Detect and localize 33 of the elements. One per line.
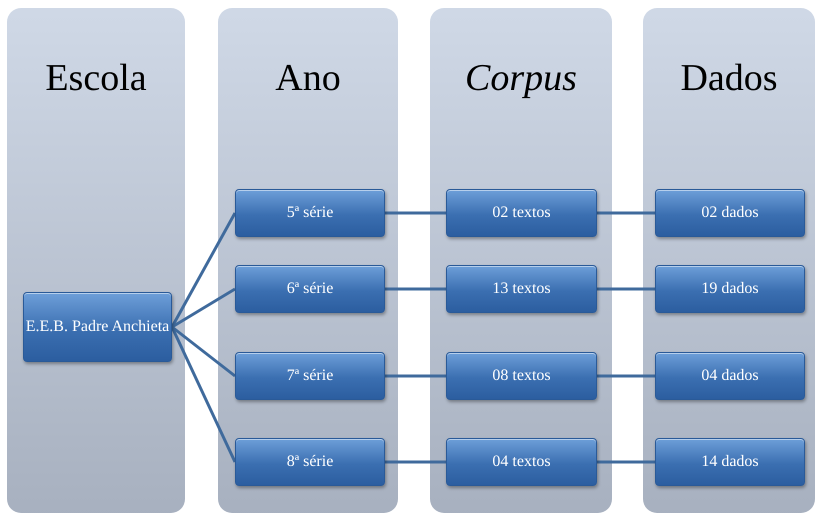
process-box: E.E.B. Padre Anchieta (23, 292, 172, 362)
process-box: 02 dados (655, 189, 805, 237)
connector-line (171, 326, 236, 378)
process-box: 04 textos (446, 438, 597, 486)
connector-line (385, 460, 446, 464)
process-box: 14 dados (655, 438, 805, 486)
process-box: 19 dados (655, 265, 805, 313)
process-box: 7ª série (235, 352, 385, 400)
connector-line (385, 212, 446, 214)
process-box: 6ª série (235, 265, 385, 313)
process-box: 5ª série (235, 189, 385, 237)
connector-line (385, 288, 446, 290)
column-panel (430, 8, 612, 513)
column-heading: Dados (679, 56, 779, 100)
connector-line (171, 288, 236, 328)
process-box: 8ª série (235, 438, 385, 486)
connector-line (597, 288, 655, 290)
column-heading: Escola (44, 56, 148, 100)
connector-line (597, 460, 655, 464)
column-heading: Ano (274, 56, 342, 100)
connector-line (385, 374, 446, 378)
connector-line (170, 326, 236, 463)
process-box: 04 dados (655, 352, 805, 400)
process-box: 08 textos (446, 352, 597, 400)
process-box: 02 textos (446, 189, 597, 237)
connector-line (597, 374, 655, 378)
process-box: 13 textos (446, 265, 597, 313)
column-panel (218, 8, 398, 513)
column-panel (7, 8, 185, 513)
column-heading: Corpus (464, 56, 578, 100)
column-panel (643, 8, 815, 513)
connector-line (170, 212, 236, 328)
connector-line (597, 212, 655, 214)
